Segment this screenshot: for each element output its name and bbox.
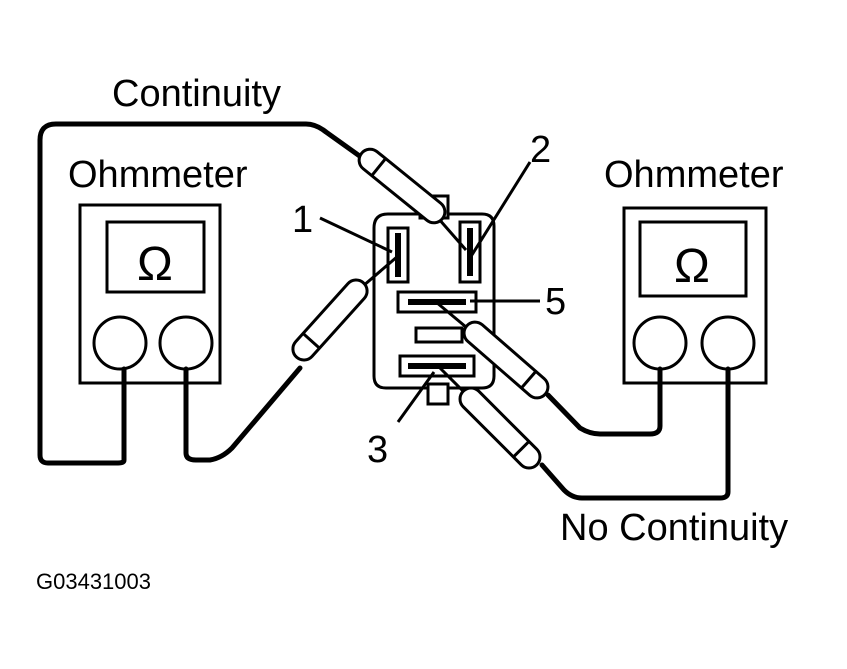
probe-continuity-terminal-1 <box>291 254 399 362</box>
ohmmeter-left: Ω <box>78 203 222 385</box>
ohmmeter-left-jack-1 <box>92 315 148 371</box>
leader-terminal-3 <box>396 371 436 423</box>
terminal-3-pin <box>408 363 466 369</box>
figure-code: G03431003 <box>36 569 151 594</box>
ohmmeter-right-label: Ohmmeter <box>604 154 784 196</box>
continuity-label: Continuity <box>112 73 281 115</box>
ohmmeter-right-jack-2 <box>700 315 756 371</box>
ohmmeter-left-label: Ohmmeter <box>68 154 248 196</box>
ohmmeter-right-jack-1 <box>632 315 688 371</box>
wire-no-continuity-a <box>545 366 663 437</box>
no-continuity-label: No Continuity <box>560 507 788 549</box>
ohmmeter-left-display <box>105 220 206 294</box>
terminal-1-pin <box>395 233 401 277</box>
relay-middle-notch <box>414 326 464 344</box>
wire-continuity-b <box>183 365 303 463</box>
leader-terminal-1 <box>319 216 393 254</box>
wire-no-continuity-b <box>539 366 731 501</box>
leader-terminal-2 <box>468 161 532 259</box>
ohmmeter-right-omega: Ω <box>674 240 710 293</box>
terminal-3-label: 3 <box>367 429 388 471</box>
ohmmeter-right: Ω <box>622 206 768 385</box>
terminal-5-label: 5 <box>545 281 566 323</box>
wire-continuity-a <box>37 121 371 466</box>
probe-no-continuity-terminal-5 <box>435 300 550 400</box>
ohmmeter-right-display <box>638 220 748 298</box>
ohmmeter-left-jack-2 <box>158 315 214 371</box>
terminal-2-pin <box>467 228 473 276</box>
relay-bottom-tab <box>426 382 450 406</box>
probe-continuity-top <box>357 147 468 251</box>
terminal-1-label: 1 <box>292 199 313 241</box>
terminal-2-label: 2 <box>530 129 551 171</box>
probe-no-continuity-terminal-3 <box>436 364 542 470</box>
ohmmeter-left-omega: Ω <box>137 238 173 291</box>
